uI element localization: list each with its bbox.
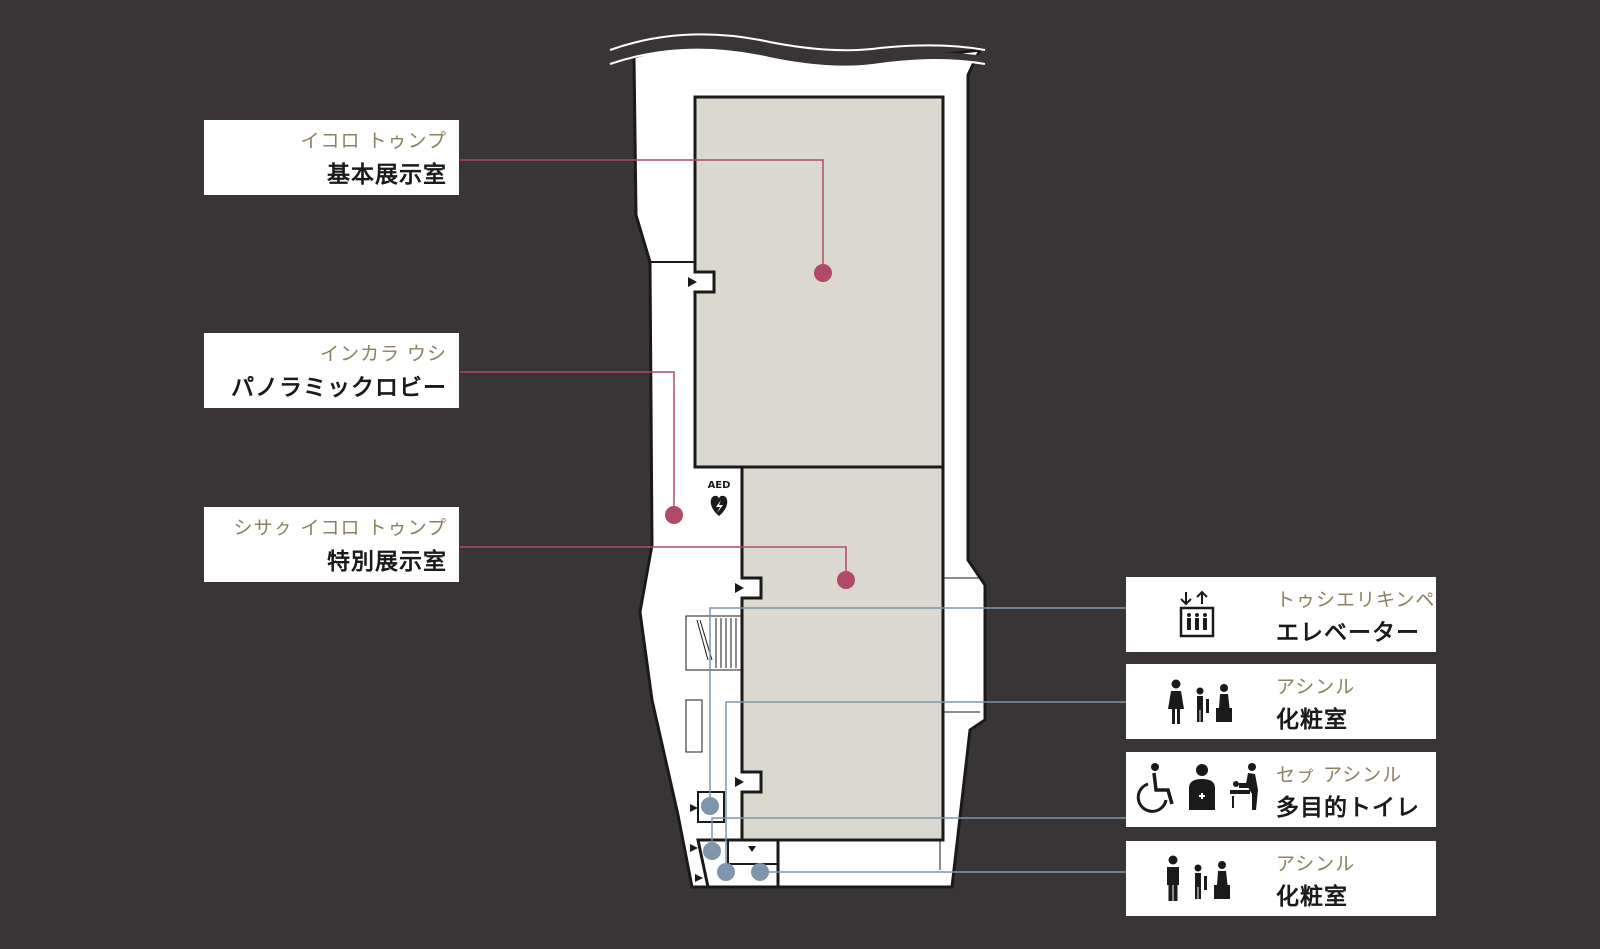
multipurpose-icons [1136, 763, 1258, 813]
facility-label-elevator: トゥシエリキンペ エレベーター [1126, 577, 1436, 652]
facility-leader-lines [709, 607, 1126, 873]
panoramic-lobby-marker [665, 506, 683, 524]
entrance-arrow-icon [735, 777, 744, 787]
restroom-female-marker [717, 863, 735, 881]
facility-ainu-name: セㇷ゚ アシンル [1276, 764, 1403, 786]
elevator-icon [1179, 590, 1215, 638]
room-ainu-name: シサㇰ イコロ トゥンプ [233, 517, 447, 539]
restroom-male-marker [751, 863, 769, 881]
room-japanese-name: パノラミックロビー [231, 375, 447, 401]
special-exhibition-room [740, 465, 945, 842]
facility-japanese-name: 化粧室 [1276, 884, 1348, 910]
room-label-panoramic-lobby: インカラ ウシ パノラミックロビー [204, 333, 459, 408]
restroom-blocks [696, 791, 780, 889]
restroom-icons [1168, 679, 1232, 724]
multipurpose-toilet-marker [703, 842, 721, 860]
room-japanese-name: 特別展示室 [327, 549, 447, 575]
facility-japanese-name: 化粧室 [1276, 707, 1348, 733]
wheelchair-icon [1136, 763, 1174, 813]
facility-ainu-name: アシンル [1276, 853, 1356, 875]
room-ainu-name: イコロ トゥンプ [300, 130, 447, 152]
facility-japanese-name: エレベーター [1276, 620, 1420, 646]
entrance-arrow-icon [695, 874, 703, 882]
facility-label-restroom-female: アシンル 化粧室 [1126, 664, 1436, 739]
female-toilet-icon [1168, 679, 1184, 724]
restroom-icons [1167, 855, 1230, 901]
facility-ainu-name: アシンル [1276, 676, 1356, 698]
room-japanese-name: 基本展示室 [327, 162, 447, 188]
room-label-basic-exhibition: イコロ トゥンプ 基本展示室 [204, 120, 459, 195]
entrance-arrow-icon [690, 804, 698, 812]
special-exhibition-marker [837, 571, 855, 589]
elevator-marker [701, 797, 719, 815]
baby-changing-icon [1230, 763, 1258, 810]
entrance-arrow-icon [735, 583, 744, 593]
map-cut-line [609, 33, 986, 52]
facility-label-restroom-male: アシンル 化粧室 [1126, 841, 1436, 916]
male-toilet-icon [1167, 855, 1179, 901]
facility-japanese-name: 多目的トイレ [1276, 795, 1420, 821]
stairs [685, 615, 743, 753]
basic-exhibition-marker [814, 264, 832, 282]
room-label-special-exhibition: シサㇰ イコロ トゥンプ 特別展示室 [204, 507, 459, 582]
aed-label: AED [707, 480, 731, 491]
entrance-arrow-icon [690, 844, 698, 852]
ostomate-icon [1189, 764, 1215, 810]
child-toilet-icon [1214, 861, 1230, 899]
basic-exhibition-room [693, 95, 945, 469]
facility-label-multipurpose-toilet: セㇷ゚ アシンル 多目的トイレ [1126, 752, 1436, 827]
room-ainu-name: インカラ ウシ [319, 343, 447, 365]
entrance-arrow-icon [748, 846, 756, 852]
entrance-arrow-icon [688, 277, 697, 287]
child-urinal-icon [1196, 687, 1209, 722]
facility-ainu-name: トゥシエリキンペ [1276, 589, 1436, 611]
child-urinal-icon [1194, 864, 1207, 899]
room-leader-lines [460, 159, 847, 580]
child-toilet-icon [1216, 684, 1232, 722]
